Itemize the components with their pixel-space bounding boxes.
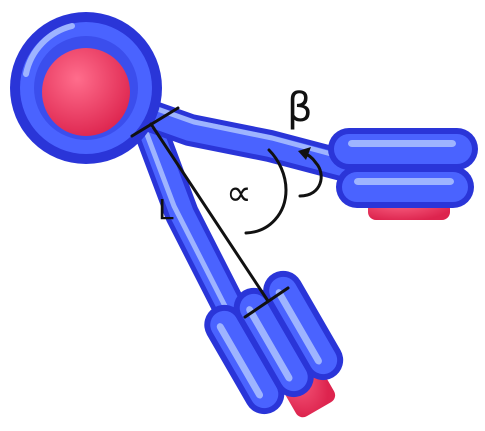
beta-label: β — [287, 88, 313, 128]
right-gripper — [328, 128, 478, 220]
alpha-angle-arc — [246, 150, 286, 233]
length-label: L — [158, 196, 174, 224]
pivot-red-hub — [42, 48, 130, 136]
pivot-joint — [10, 12, 162, 164]
alpha-label: ∝ — [226, 176, 252, 212]
